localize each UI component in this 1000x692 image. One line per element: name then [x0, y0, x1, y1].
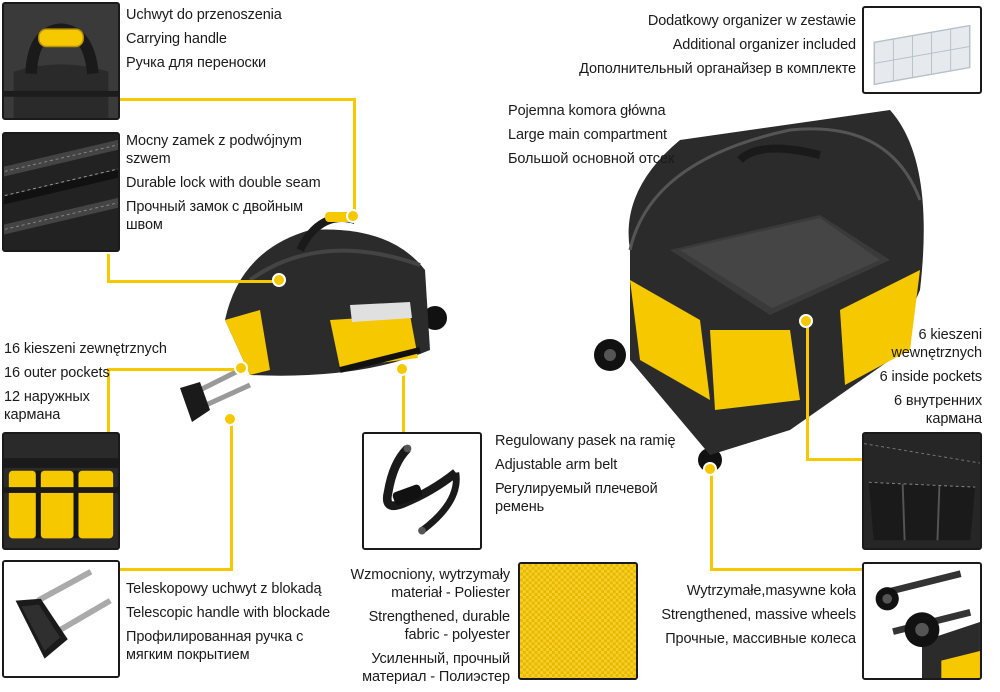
feature-fabric-ru: Усиленный, прочный материал - Полиэстер	[362, 651, 510, 685]
telescopic-handle-icon	[4, 562, 118, 676]
feature-wheels-en: Strengthened, massive wheels	[661, 607, 856, 623]
inner-pockets-icon	[864, 434, 980, 548]
feature-main-compartment-en: Large main compartment	[508, 127, 667, 143]
feature-zipper: Mocny zamek z podwójnym szwem Durable lo…	[126, 132, 326, 240]
feature-fabric-pl: Wzmocniony, wytrzymały materiał - Polies…	[350, 567, 511, 601]
open-bag-image	[590, 100, 950, 480]
connector-dot-pockets	[234, 361, 248, 375]
connector-zipper-h	[107, 280, 275, 283]
connector-dot-handle	[346, 209, 360, 223]
handle-thumbnail	[2, 2, 120, 120]
feature-outer-pockets-en: 16 outer pockets	[4, 365, 110, 381]
closed-bag-image	[180, 210, 450, 450]
feature-zipper-ru: Прочный замок с двойным швом	[126, 199, 304, 233]
feature-wheels-ru: Прочные, массивные колеса	[665, 631, 856, 647]
feature-zipper-pl: Mocny zamek z podwójnym szwem	[126, 133, 302, 167]
feature-inner-pockets: 6 kieszeni wewnętrznych 6 inside pockets…	[870, 326, 982, 434]
zipper-thumbnail	[2, 132, 120, 252]
connector-handle-v	[353, 98, 356, 216]
connector-zipper	[107, 254, 110, 282]
feature-strap-en: Adjustable arm belt	[495, 457, 618, 473]
polyester-fabric-icon	[520, 564, 636, 678]
feature-handle-ru: Ручка для переноски	[126, 55, 266, 71]
feature-inner-pockets-en: 6 inside pockets	[879, 369, 982, 385]
telescopic-thumbnail	[2, 560, 120, 678]
connector-handle	[120, 98, 356, 101]
feature-strap: Regulowany pasek na ramię Adjustable arm…	[495, 432, 680, 522]
feature-organizer-pl: Dodatkowy organizer w zestawie	[647, 13, 856, 29]
feature-outer-pockets: 16 kieszeni zewnętrznych 16 outer pocket…	[4, 340, 179, 430]
inner-pockets-thumbnail	[862, 432, 982, 550]
feature-wheels-pl: Wytrzymałe,masywne koła	[686, 583, 856, 599]
organizer-thumbnail	[862, 6, 982, 94]
feature-zipper-en: Durable lock with double seam	[126, 175, 321, 191]
feature-fabric-en: Strengthened, durable fabric - polyester	[368, 609, 511, 643]
feature-telescopic-ru: Профилированная ручка с мягким покрытием	[126, 629, 304, 663]
feature-main-compartment: Pojemna komora główna Large main compart…	[508, 102, 708, 174]
connector-dot-zipper	[272, 273, 286, 287]
feature-outer-pockets-pl: 16 kieszeni zewnętrznych	[4, 341, 167, 357]
connector-inner-h	[806, 458, 862, 461]
shoulder-strap-icon	[364, 434, 480, 548]
connector-wheels-h	[710, 568, 862, 571]
feature-organizer: Dodatkowy organizer w zestawie Additiona…	[560, 12, 856, 84]
bag-handle-icon	[4, 4, 118, 118]
feature-telescopic: Teleskopowy uchwyt z blokadą Telescopic …	[126, 580, 341, 670]
feature-handle-en: Carrying handle	[126, 31, 227, 47]
feature-main-compartment-ru: Большой основной отсек	[508, 151, 675, 167]
feature-handle-pl: Uchwyt do przenoszenia	[126, 7, 282, 23]
feature-organizer-en: Additional organizer included	[672, 37, 856, 53]
connector-inner-v	[806, 320, 809, 460]
connector-dot-wheels	[703, 462, 717, 476]
feature-handle: Uchwyt do przenoszenia Carrying handle Р…	[126, 6, 326, 78]
zipper-closeup-icon	[4, 134, 118, 250]
connector-strap-v	[402, 370, 405, 432]
feature-wheels: Wytrzymałe,masywne koła Strengthened, ma…	[650, 582, 856, 654]
feature-fabric: Wzmocniony, wytrzymały materiał - Polies…	[342, 566, 511, 692]
feature-outer-pockets-ru: 12 наружных кармана	[4, 389, 90, 423]
outer-pockets-icon	[4, 434, 118, 548]
feature-main-compartment-pl: Pojemna komora główna	[508, 103, 666, 119]
wheels-thumbnail	[862, 562, 982, 680]
feature-telescopic-pl: Teleskopowy uchwyt z blokadą	[126, 581, 322, 597]
feature-inner-pockets-pl: 6 kieszeni wewnętrznych	[891, 327, 982, 361]
outer-pockets-thumbnail	[2, 432, 120, 550]
connector-wheels-v	[710, 470, 713, 570]
fabric-thumbnail	[518, 562, 638, 680]
connector-pockets-v	[107, 370, 110, 432]
feature-strap-ru: Регулируемый плечевой ремень	[495, 481, 658, 515]
connector-pockets-h	[107, 368, 237, 371]
connector-dot-strap	[395, 362, 409, 376]
wheels-icon	[864, 564, 980, 678]
connector-dot-inner	[799, 314, 813, 328]
connector-telescopic-h	[120, 568, 233, 571]
feature-telescopic-en: Telescopic handle with blockade	[126, 605, 331, 621]
connector-telescopic-v	[230, 420, 233, 570]
organizer-box-icon	[864, 8, 980, 92]
connector-dot-telescopic	[223, 412, 237, 426]
strap-thumbnail	[362, 432, 482, 550]
feature-strap-pl: Regulowany pasek na ramię	[495, 433, 676, 449]
feature-organizer-ru: Дополнительный органайзер в комплекте	[579, 61, 856, 77]
feature-inner-pockets-ru: 6 внутренних кармана	[894, 393, 982, 427]
